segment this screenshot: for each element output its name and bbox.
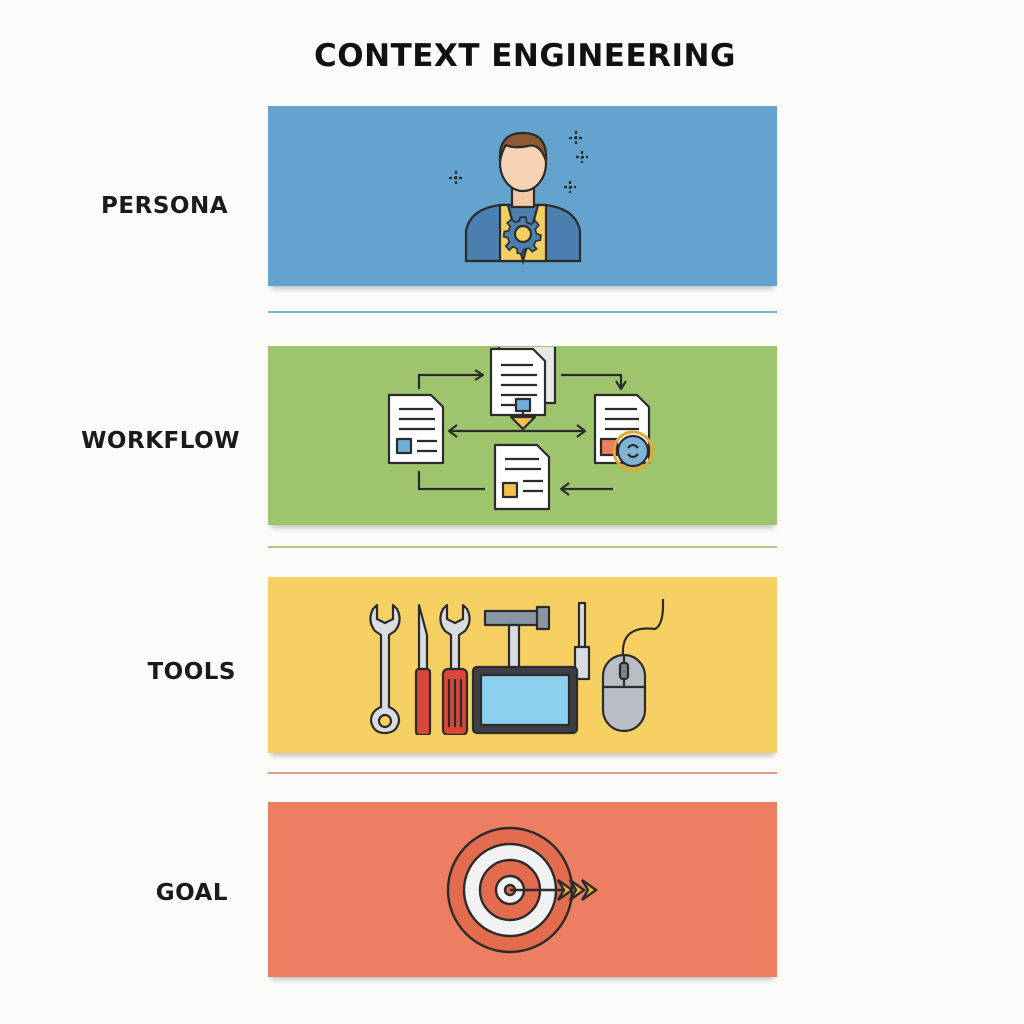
- separator-tools: [268, 772, 777, 774]
- label-persona: PERSONA: [101, 193, 228, 219]
- persona-gear-icon: [448, 131, 588, 266]
- separator-workflow: [268, 546, 777, 548]
- target-arrow-icon: [446, 826, 598, 953]
- diagram-title: CONTEXT ENGINEERING: [314, 38, 736, 74]
- workflow-documents-icon: [387, 346, 653, 510]
- band-workflow: [268, 346, 777, 525]
- band-persona: [268, 106, 777, 286]
- separator-persona: [268, 311, 777, 313]
- label-tools: TOOLS: [147, 659, 236, 685]
- tools-set-icon: [368, 599, 664, 735]
- band-tools: [268, 577, 777, 753]
- label-workflow: WORKFLOW: [81, 428, 240, 454]
- label-goal: GOAL: [155, 880, 228, 906]
- band-goal: [268, 802, 777, 977]
